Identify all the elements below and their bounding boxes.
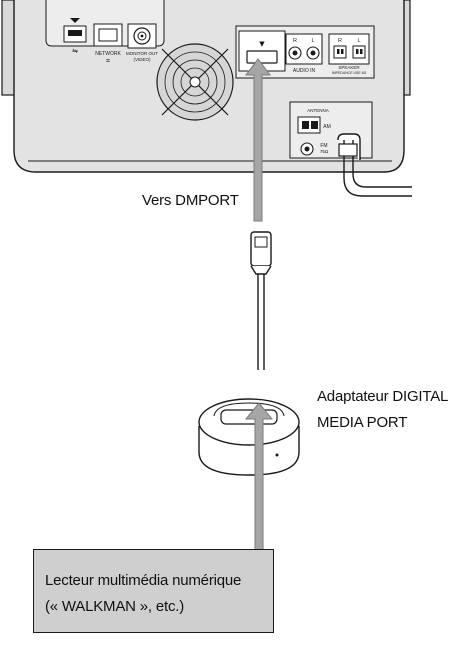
fm-sub-label: 75Ω bbox=[320, 149, 329, 154]
antenna-label: ANTENNA bbox=[307, 108, 329, 113]
speaker-r-label: R bbox=[338, 38, 342, 44]
fm-label: FM bbox=[320, 143, 327, 149]
speaker-terminals: R L SPEAKER IMPEDANCE USE 6Ω bbox=[328, 33, 370, 75]
monitor-out-jack: MONITOR OUT (VIDEO) bbox=[126, 23, 158, 62]
network-port: NETWORK ⌗ bbox=[93, 23, 123, 65]
am-label: AM bbox=[323, 124, 331, 130]
adapter-label-line2: MEDIA PORT bbox=[317, 414, 408, 431]
audio-in-jacks: R L AUDIO IN bbox=[285, 33, 323, 74]
dmport-cable bbox=[257, 272, 265, 370]
adapter-label-line1: Adaptateur DIGITAL bbox=[317, 388, 449, 405]
monitor-out-label: MONITOR OUT bbox=[126, 51, 158, 56]
usb-symbol-icon: ⇋ bbox=[72, 47, 78, 55]
dmport-plug bbox=[250, 231, 272, 275]
network-symbol-icon: ⌗ bbox=[106, 57, 110, 65]
player-label: Lecteur multimédia numérique (« WALKMAN … bbox=[45, 568, 241, 620]
speaker-label: SPEAKER bbox=[338, 65, 360, 70]
network-port-label: NETWORK bbox=[95, 51, 121, 57]
audio-in-label: AUDIO IN bbox=[293, 68, 316, 74]
player-label-line1: Lecteur multimédia numérique bbox=[45, 572, 242, 589]
fan-grille bbox=[156, 43, 234, 121]
audio-in-r-label: R bbox=[293, 38, 297, 44]
player-label-line2: (« WALKMAN », etc.) bbox=[45, 598, 185, 615]
power-cord bbox=[337, 133, 412, 197]
dmport-target-label: Vers DMPORT bbox=[142, 190, 239, 211]
speaker-sub-label: IMPEDANCE USE 6Ω bbox=[332, 71, 367, 75]
monitor-out-sub-label: (VIDEO) bbox=[133, 57, 151, 62]
usb-marker-icon bbox=[70, 18, 80, 23]
usb-port: ⇋ bbox=[63, 18, 87, 55]
speaker-l-label: L bbox=[357, 38, 360, 44]
dmport-marker-icon: ▼ bbox=[259, 40, 265, 48]
adapter-label: Adaptateur DIGITAL MEDIA PORT bbox=[317, 384, 448, 436]
dmport-connector: ▼ bbox=[238, 30, 286, 72]
antenna-terminals: ANTENNA AM FM 75Ω bbox=[297, 108, 331, 156]
digital-media-player-box: Lecteur multimédia numérique (« WALKMAN … bbox=[33, 549, 274, 633]
connection-arrow-upper bbox=[245, 58, 271, 222]
connection-arrow-lower bbox=[244, 402, 274, 553]
digital-media-port-adapter bbox=[198, 398, 300, 476]
dmport-target-text: Vers DMPORT bbox=[142, 192, 239, 209]
audio-in-l-label: L bbox=[311, 38, 314, 44]
